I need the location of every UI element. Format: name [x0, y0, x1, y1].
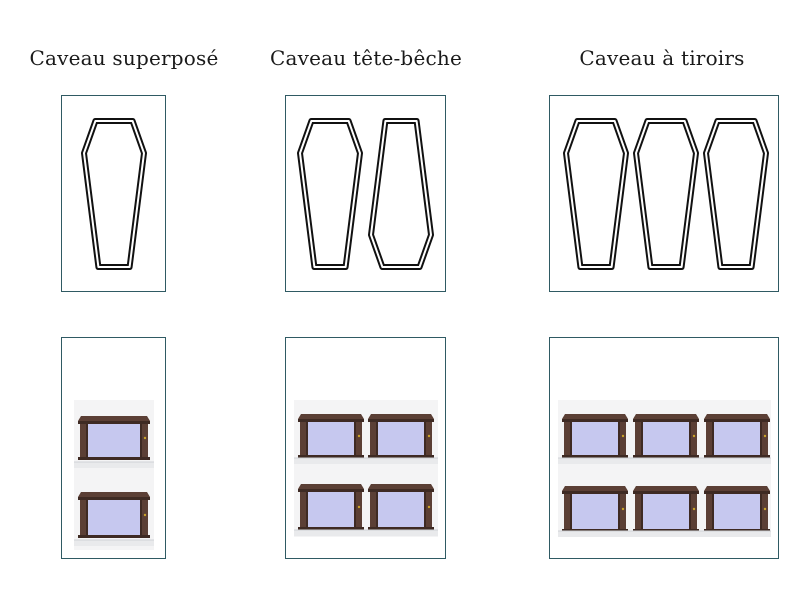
coffin-3d-icon — [633, 486, 699, 532]
shelf — [294, 458, 438, 464]
top-view-tiroirs — [549, 95, 779, 292]
shelf — [74, 540, 154, 546]
shelf — [558, 458, 771, 464]
shelf — [558, 531, 771, 537]
coffin-3d-icon — [704, 414, 770, 458]
coffin-outline-icon — [563, 118, 629, 270]
coffin-outline-icon — [703, 118, 769, 270]
coffin-3d-icon — [633, 414, 699, 458]
title-caveau-tiroirs: Caveau à tiroirs — [579, 46, 745, 70]
front-view-tete-beche — [285, 337, 446, 559]
coffin-3d-icon — [78, 416, 150, 460]
title-caveau-tete-beche: Caveau tête-bêche — [270, 46, 462, 70]
coffin-3d-icon — [368, 484, 434, 530]
coffin-outline-icon — [81, 118, 147, 270]
coffin-3d-icon — [562, 414, 628, 458]
title-caveau-superpose: Caveau superposé — [29, 46, 219, 70]
coffin-3d-icon — [78, 492, 150, 538]
coffin-3d-icon — [562, 486, 628, 532]
front-view-superpose — [61, 337, 166, 559]
coffin-3d-icon — [298, 484, 364, 530]
coffin-outline-icon — [633, 118, 699, 270]
coffin-outline-icon — [297, 118, 363, 270]
top-view-superpose — [61, 95, 166, 292]
shelf — [74, 462, 154, 468]
coffin-3d-icon — [298, 414, 364, 458]
front-view-tiroirs — [549, 337, 779, 559]
top-view-tete-beche — [285, 95, 446, 292]
shelf — [294, 530, 438, 536]
coffin-3d-icon — [368, 414, 434, 458]
coffin-outline-icon — [368, 118, 434, 270]
coffin-3d-icon — [704, 486, 770, 532]
